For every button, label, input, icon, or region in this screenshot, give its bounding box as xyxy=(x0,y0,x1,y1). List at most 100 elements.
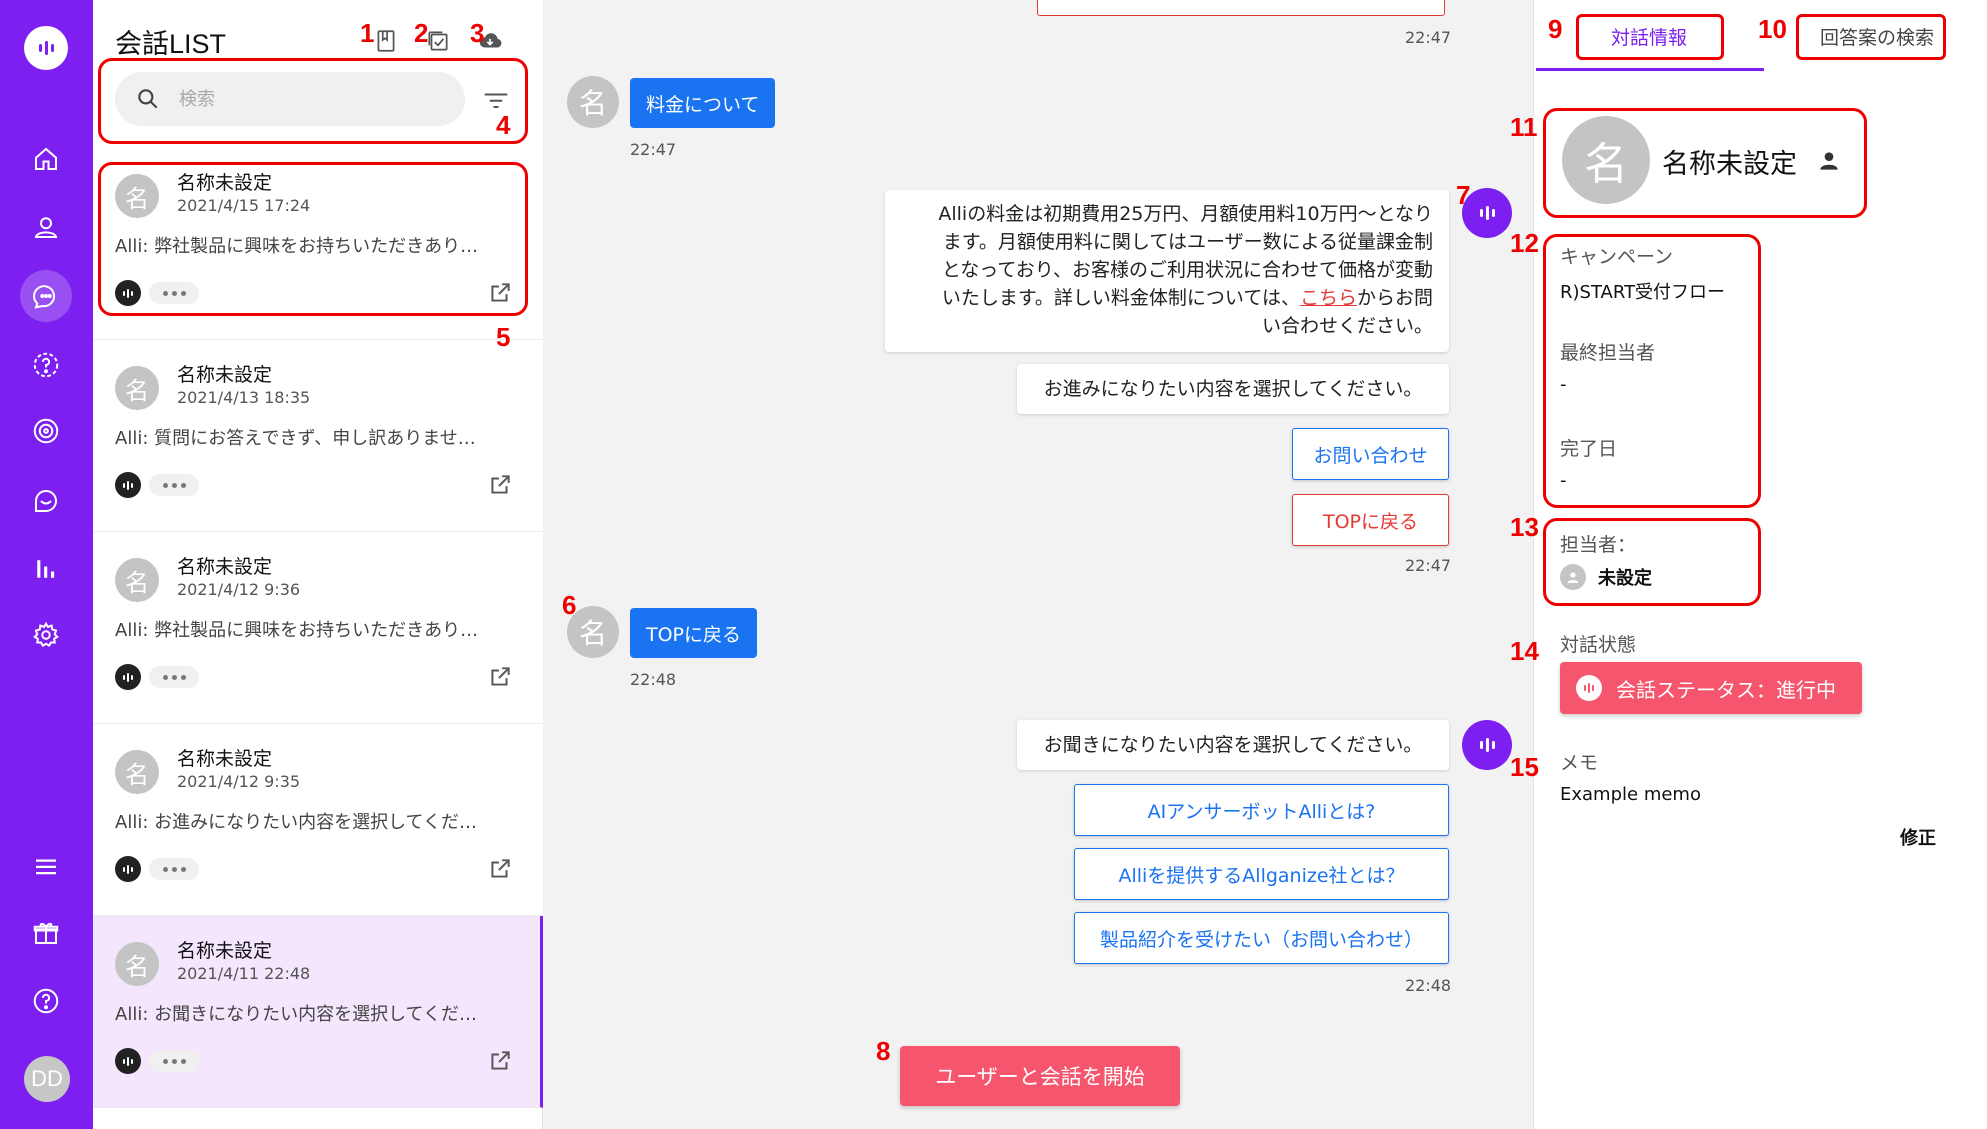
last-agent-value: - xyxy=(1560,374,1567,395)
chat-icon[interactable] xyxy=(23,478,69,524)
assignee-label: 担当者： xyxy=(1560,534,1637,556)
gift-icon[interactable] xyxy=(23,910,69,956)
search-input[interactable] xyxy=(179,88,429,110)
choice-button[interactable]: 製品紹介を受けたい（お問い合わせ） xyxy=(1074,912,1449,964)
settings-icon[interactable] xyxy=(23,612,69,658)
choice-button[interactable]: AIアンサーボットAlliとは? xyxy=(1074,784,1449,836)
conversation-preview: Alli: 弊社製品に興味をお持ちいただきあり… xyxy=(115,236,479,257)
campaign-label: キャンペーン xyxy=(1560,246,1674,268)
conversation-icon[interactable] xyxy=(20,270,72,322)
user-message: 料金について xyxy=(630,78,776,128)
conversation-preview: Alli: お聞きになりたい内容を選択してくだ… xyxy=(115,1004,478,1025)
channel-icon xyxy=(115,280,141,306)
timestamp: 22:48 xyxy=(1405,976,1452,995)
conversation-date: 2021/4/13 18:35 xyxy=(177,388,311,407)
more-options-icon[interactable] xyxy=(149,1050,199,1072)
conversation-name: 名称未設定 xyxy=(177,556,273,578)
menu-icon[interactable] xyxy=(23,844,69,890)
nav-rail: DD xyxy=(0,0,93,1129)
conversation-preview: Alli: 質問にお答えできず、申し訳ありませ… xyxy=(115,428,476,449)
conversation-preview: Alli: お進みになりたい内容を選択してくだ… xyxy=(115,812,478,833)
timestamp: 22:47 xyxy=(1405,28,1452,47)
more-options-icon[interactable] xyxy=(149,858,199,880)
conversation-status-button[interactable]: 会話ステータス：進行中 xyxy=(1560,662,1862,714)
assignee-avatar-icon xyxy=(1560,564,1586,590)
open-in-new-icon[interactable] xyxy=(487,856,513,882)
conversation-name: 名称未設定 xyxy=(177,940,273,962)
channel-icon xyxy=(115,856,141,882)
help-icon[interactable] xyxy=(23,978,69,1024)
tab-conversation-info[interactable]: 対話情報 xyxy=(1610,26,1687,49)
channel-icon xyxy=(115,1048,141,1074)
contact-choice-button[interactable]: お問い合わせ xyxy=(1292,428,1449,480)
completed-label: 完了日 xyxy=(1560,438,1618,460)
open-in-new-icon[interactable] xyxy=(487,472,513,498)
bookmark-button[interactable] xyxy=(371,26,401,56)
assignee-selector[interactable]: 未設定 xyxy=(1560,564,1652,590)
download-button[interactable] xyxy=(475,26,505,56)
person-icon[interactable] xyxy=(1816,148,1842,174)
timestamp: 22:47 xyxy=(1405,556,1452,575)
memo-label: メモ xyxy=(1560,752,1599,774)
tab-answer-search[interactable]: 回答案の検索 xyxy=(1819,26,1934,49)
assignee-value: 未設定 xyxy=(1598,568,1652,589)
question-icon[interactable] xyxy=(23,342,69,388)
pricing-link[interactable]: こちら xyxy=(1299,287,1357,309)
conversation-date: 2021/4/15 17:24 xyxy=(177,196,311,215)
more-options-icon[interactable] xyxy=(149,474,199,496)
filter-button[interactable] xyxy=(481,86,511,116)
completed-value: - xyxy=(1560,470,1567,491)
conversation-avatar: 名 xyxy=(115,366,159,410)
filter-icon xyxy=(484,93,508,108)
choice-button[interactable]: Alliを提供するAllganize社とは？ xyxy=(1074,848,1449,900)
home-icon[interactable] xyxy=(23,136,69,182)
bot-prompt: お聞きになりたい内容を選択してください。 xyxy=(1017,720,1449,770)
checklist-button[interactable] xyxy=(423,26,453,56)
conversation-avatar: 名 xyxy=(115,558,159,602)
analytics-icon[interactable] xyxy=(23,546,69,592)
conversation-avatar: 名 xyxy=(115,174,159,218)
user-message: TOPに戻る xyxy=(630,608,758,658)
open-in-new-icon[interactable] xyxy=(487,280,513,306)
top-choice-button[interactable]: TOPに戻る xyxy=(1292,494,1449,546)
user-icon[interactable] xyxy=(23,204,69,250)
chat-area: 22:47 名 料金について 22:47 Alliの料金は初期費用25万円、月額… xyxy=(543,0,1533,1129)
active-tab-indicator xyxy=(1536,68,1764,71)
conversation-preview: Alli: 弊社製品に興味をお持ちいただきあり… xyxy=(115,620,479,641)
conversation-date: 2021/4/12 9:36 xyxy=(177,580,301,599)
open-in-new-icon[interactable] xyxy=(487,664,513,690)
search-box[interactable] xyxy=(115,72,465,126)
search-icon xyxy=(138,89,158,109)
user-avatar[interactable]: DD xyxy=(24,1056,70,1102)
conversation-avatar: 名 xyxy=(115,750,159,794)
more-options-icon[interactable] xyxy=(149,282,199,304)
user-avatar: 名 xyxy=(567,76,619,128)
edit-memo-button[interactable]: 修正 xyxy=(1900,828,1936,849)
user-avatar: 名 xyxy=(567,606,619,658)
profile-avatar: 名 xyxy=(1562,116,1650,204)
channel-icon xyxy=(115,472,141,498)
alli-logo-icon xyxy=(1479,738,1495,752)
cloud-download-icon xyxy=(479,33,502,48)
state-label: 対話状態 xyxy=(1560,634,1637,656)
more-options-icon[interactable] xyxy=(149,666,199,688)
memo-value: Example memo xyxy=(1560,784,1701,805)
list-header: 会話LIST xyxy=(93,0,543,148)
bot-avatar xyxy=(1462,188,1512,238)
alli-logo-icon xyxy=(1479,206,1495,220)
start-conversation-button[interactable]: ユーザーと会話を開始 xyxy=(900,1046,1180,1106)
previous-choice-button[interactable] xyxy=(1037,0,1445,16)
info-panel: 対話情報 回答案の検索 名 名称未設定 キャンペーン R)START受付フロー … xyxy=(1533,0,1987,1129)
alli-logo-icon[interactable] xyxy=(24,26,68,70)
open-in-new-icon[interactable] xyxy=(487,1048,513,1074)
timestamp: 22:47 xyxy=(630,140,677,159)
conversation-date: 2021/4/11 22:48 xyxy=(177,964,311,983)
bot-prompt: お進みになりたい内容を選択してください。 xyxy=(1017,364,1449,414)
target-icon[interactable] xyxy=(23,408,69,454)
conversation-avatar: 名 xyxy=(115,942,159,986)
